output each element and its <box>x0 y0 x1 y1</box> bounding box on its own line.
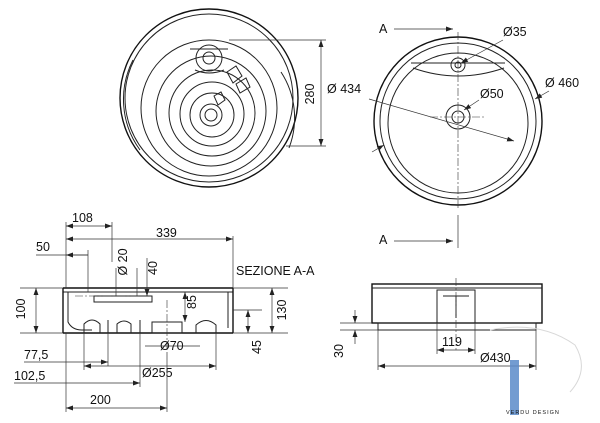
dim-40-label: 40 <box>146 261 160 275</box>
dim-130-label: 130 <box>275 300 289 321</box>
dim-d20-label: Ø 20 <box>116 248 130 275</box>
side-view-basin <box>371 278 543 350</box>
inner-diameter-label: Ø 434 <box>327 82 361 96</box>
section-marker-top: A <box>379 22 388 36</box>
dim-77-5-label: 77,5 <box>24 348 48 362</box>
watermark-text: VERDU DESIGN <box>506 410 560 416</box>
dim-119-label: 119 <box>442 335 462 349</box>
drain-label: Ø50 <box>480 87 504 101</box>
dim-280-label: 280 <box>303 84 317 105</box>
plan-view-basin <box>373 32 543 210</box>
watermark-bar <box>510 360 519 415</box>
section-title: SEZIONE A-A <box>236 264 315 278</box>
dim-45-label: 45 <box>250 340 264 354</box>
outer-diameter-label: Ø 460 <box>545 76 579 90</box>
dim-200-label: 200 <box>90 393 111 407</box>
top-view-height-dimension: 280 <box>229 39 326 147</box>
dim-100-label: 100 <box>14 299 28 320</box>
tap-hole-label: Ø35 <box>503 25 527 39</box>
side-view-dimensions: 30 119 Ø430 <box>332 310 537 370</box>
section-view-dimensions: SEZIONE A-A 108 339 50 Ø 20 40 85 100 13… <box>14 211 315 412</box>
dim-339-label: 339 <box>156 226 177 240</box>
section-marker-bottom: A <box>379 233 388 247</box>
dim-108-label: 108 <box>72 211 93 225</box>
dim-85-label: 85 <box>185 295 199 309</box>
dim-50-label: 50 <box>36 240 50 254</box>
dim-d255-label: Ø255 <box>142 366 173 380</box>
plan-view-annotations: A A Ø35 Ø50 Ø 434 Ø 460 <box>327 22 579 248</box>
watermark-logo: VERDU DESIGN <box>489 326 582 416</box>
dim-d430-label: Ø430 <box>480 351 511 365</box>
dim-30-label: 30 <box>332 344 346 358</box>
dim-102-5-label: 102,5 <box>14 369 45 383</box>
section-view-basin <box>62 287 234 352</box>
top-view-basin <box>119 8 299 188</box>
